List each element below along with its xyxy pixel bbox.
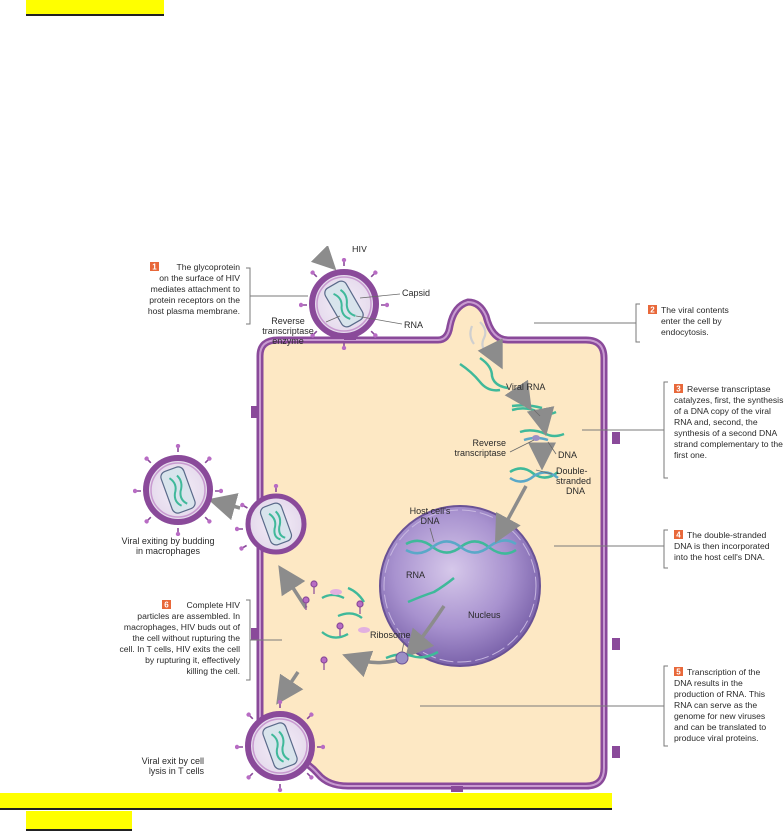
step-1-line-2: on the surface of HIV (159, 273, 240, 283)
step-6-line-2: particles are assembled. In (137, 611, 240, 621)
svg-text:1: 1 (152, 263, 157, 272)
step-3-line-6: strand complementary to the (674, 439, 783, 449)
step-4-line-1: The double-stranded (687, 530, 767, 540)
step-5-line-2: DNA results in the (674, 678, 743, 688)
step-3-line-7: first one. (674, 450, 707, 460)
label-rt-enzyme-1: Reverse (271, 316, 305, 326)
highlight-bar-bottom-2 (26, 811, 132, 831)
label-dna: DNA (558, 450, 577, 460)
svg-text:5: 5 (676, 668, 681, 677)
step-1-line-3: mediates attachment to (151, 284, 241, 294)
step-3-line-3: of a DNA copy of the viral (674, 406, 771, 416)
step-6-line-7: killing the cell. (187, 666, 241, 676)
step-4: 4 The double-stranded DNA is then incorp… (674, 530, 770, 562)
step-4-badge (674, 530, 683, 539)
step-3: 3 Reverse transcriptase catalyzes, first… (674, 384, 783, 460)
step-1: 1 The glycoprotein on the surface of HIV… (148, 262, 240, 316)
nucleus-rna-strand (407, 577, 455, 604)
step-5-line-7: produce viral proteins. (674, 733, 759, 743)
label-nucleus-rna: RNA (406, 570, 425, 580)
svg-text:4: 4 (676, 531, 681, 540)
label-ribosome: Ribosome (370, 630, 411, 640)
label-rt-enzyme-2: transcriptase (262, 326, 314, 336)
step-5-line-4: RNA can serve as the (674, 700, 757, 710)
label-viral-rna: Viral RNA (506, 382, 545, 392)
step-6-line-1: Complete HIV (187, 600, 241, 610)
step-5-line-5: genome for new viruses (674, 711, 765, 721)
lysis-virus (235, 700, 325, 792)
svg-text:3: 3 (676, 385, 681, 394)
mrna-strand (385, 650, 439, 660)
step-1-line-1: The glycoprotein (176, 262, 240, 272)
step-2-line-2: enter the cell by (661, 316, 722, 326)
nucleus (379, 505, 541, 667)
process-arrows (276, 338, 556, 705)
step-4-line-3: into the host cell's DNA. (674, 552, 765, 562)
step-2: 2 The viral contents enter the cell by e… (648, 305, 729, 337)
step-5-badge (674, 667, 683, 676)
step-6-badge (162, 600, 171, 609)
callout-brackets (246, 267, 668, 747)
step-6-line-6: by rupturing it, effectively (145, 655, 241, 665)
step-5-line-1: Transcription of the (687, 667, 760, 677)
label-host-dna-1: Host cell's (410, 506, 451, 516)
step-6-line-4: the cell without rupturing the (133, 633, 241, 643)
released-virus (133, 444, 223, 536)
budding-virus (235, 484, 307, 555)
label-budding-2: in macrophages (136, 546, 201, 556)
step-1-line-4: protein receptors on the (149, 295, 240, 305)
svg-text:6: 6 (164, 601, 169, 610)
label-budding-1: Viral exiting by budding (122, 536, 215, 546)
highlight-bar-top (26, 0, 164, 16)
label-rt-1: Reverse (472, 438, 506, 448)
step-5-line-6: and can be translated to (674, 722, 766, 732)
step-6: 6 Complete HIV particles are assembled. … (119, 600, 241, 676)
step-3-line-1: Reverse transcriptase (687, 384, 771, 394)
svg-text:2: 2 (650, 306, 655, 315)
step-3-line-4: RNA and, second, the (674, 417, 758, 427)
hiv-replication-diagram: HIV Capsid RNA Reverse transcriptase enz… (119, 246, 783, 792)
label-rt-enzyme-3: enzyme (272, 336, 304, 346)
step-3-badge (674, 384, 683, 393)
hiv-virus-incoming (299, 258, 389, 350)
label-ds-dna-1: Double- (556, 466, 588, 476)
label-rt-2: transcriptase (454, 448, 506, 458)
label-rna-virus: RNA (404, 320, 423, 330)
label-pointers (325, 293, 557, 653)
label-lysis-2: lysis in T cells (149, 766, 205, 776)
label-capsid: Capsid (402, 288, 430, 298)
step-3-line-2: catalyzes, first, the synthesis (674, 395, 783, 405)
step-1-line-5: host plasma membrane. (148, 306, 240, 316)
step-2-line-1: The viral contents (661, 305, 729, 315)
assembly-components (302, 580, 370, 670)
ribosome (395, 651, 409, 665)
label-nucleus: Nucleus (468, 610, 501, 620)
step-4-line-2: DNA is then incorporated (674, 541, 770, 551)
highlight-bar-bottom-1 (0, 793, 612, 810)
step-5: 5 Transcription of the DNA results in th… (674, 667, 766, 743)
step-6-line-3: macrophages, HIV buds out of (124, 622, 241, 632)
step-5-line-3: production of RNA. This (674, 689, 765, 699)
label-ds-dna-2: stranded (556, 476, 591, 486)
budding-exit-arrow (207, 493, 241, 521)
label-lysis-1: Viral exit by cell (142, 756, 204, 766)
step-2-line-3: endocytosis. (661, 327, 709, 337)
label-hiv: HIV (352, 246, 367, 254)
step-2-badge (648, 305, 657, 314)
step-1-badge (150, 262, 159, 271)
step-6-line-5: cell. In T cells, HIV exits the cell (119, 644, 240, 654)
label-host-dna-2: DNA (420, 516, 439, 526)
step-3-line-5: synthesis of a second DNA (674, 428, 777, 438)
enzyme-blobs (532, 435, 540, 441)
label-ds-dna-3: DNA (566, 486, 585, 496)
entry-arrow (310, 246, 337, 271)
